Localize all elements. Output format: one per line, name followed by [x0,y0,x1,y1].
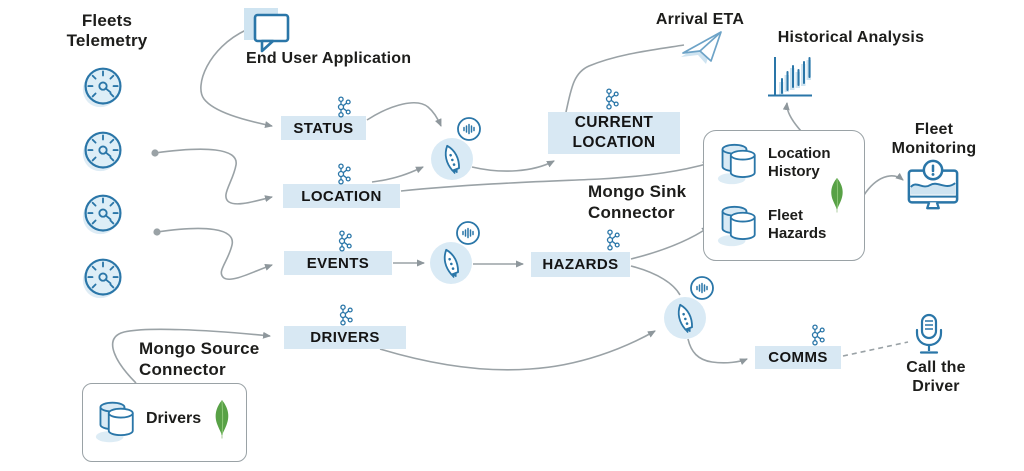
historical-analysis-label: Historical Analysis [777,29,925,46]
topic-hazards: HAZARDS [531,252,630,277]
mongodb-leaf-icon [826,177,848,213]
mongo-source-connector-label: Mongo Source Connector [139,339,260,379]
arrival-eta-label: Arrival ETA [655,11,745,28]
kafka-topic-icon [598,88,620,110]
ksqldb-rocket-icon [422,103,494,187]
candlestick-chart-icon [768,57,812,97]
mongo-source-connector-box: Drivers [82,383,247,462]
collection-drivers: Drivers [146,410,202,427]
collection-fleet-hazards: Fleet Hazards [768,207,827,242]
topic-status: STATUS [281,116,366,140]
kafka-topic-icon [804,324,826,346]
topic-comms: COMMS [755,346,841,369]
connector-gauge-to-location [154,148,273,205]
kafka-topic-icon [330,96,352,118]
database-cylinder-icon [716,140,764,186]
connector-hazards-to-sink [630,226,710,260]
connector-comms-to-mic [842,341,909,357]
connector-currentlocation-to-eta [565,44,685,113]
connector-sink-to-analysis [782,102,802,132]
topic-drivers: DRIVERS [284,326,406,349]
topic-current-location: CURRENT LOCATION [548,112,680,154]
kafka-topic-icon [332,304,354,326]
gauge-icon [81,192,125,236]
fleet-monitoring-label: Fleet Monitoring [891,121,977,157]
gauge-icon [81,256,125,300]
stream-start-dot [153,228,161,236]
connector-sink-to-monitoring [863,172,904,196]
fleets-telemetry-label: Fleets Telemetry [66,11,148,50]
ksqldb-rocket-icon [421,207,493,291]
collection-location-history: Location History [768,145,831,180]
topic-events: EVENTS [284,251,392,275]
topic-location: LOCATION [283,184,400,208]
kafka-topic-icon [331,230,353,252]
paper-plane-icon [681,31,722,64]
mongo-sink-connector-box: Location History Fleet Hazards [703,130,865,261]
connector-gauge-to-events [156,227,273,280]
microphone-icon [915,313,943,354]
stream-start-dot [151,149,159,157]
end-user-application-label: End User Application [246,50,412,67]
mongo-sink-connector-label: Mongo Sink Connector [588,182,687,222]
database-cylinder-icon [716,202,764,248]
database-cylinder-icon [94,397,142,445]
gauge-icon [81,129,125,173]
connector-drivers-to-ksql3 [379,330,656,371]
connector-location-to-ksql1 [371,166,424,183]
gauge-icon [81,65,125,109]
monitor-alert-icon [907,159,959,210]
call-the-driver-label: Call the Driver [906,359,966,395]
kafka-topic-icon [599,229,621,251]
mongodb-leaf-icon [210,397,234,441]
ksqldb-rocket-icon [655,262,727,346]
speech-bubble-icon [244,8,290,53]
kafka-topic-icon [330,163,352,185]
